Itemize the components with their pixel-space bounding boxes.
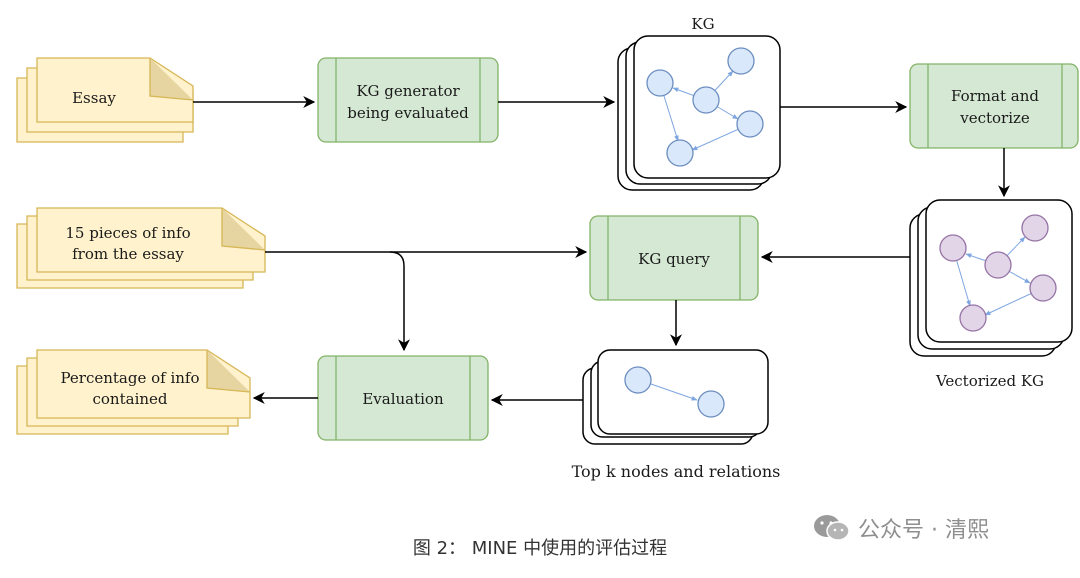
kg-generator-process: KG generator being evaluated — [317, 57, 499, 143]
arrow-info-to-evaluation — [389, 251, 410, 352]
kg-node — [646, 69, 674, 97]
evaluation-process: Evaluation — [317, 355, 489, 441]
percentage-label-line1: Percentage of info — [60, 369, 199, 387]
essay-document: Essay — [16, 57, 194, 143]
flow-arrows — [193, 96, 1010, 406]
kg-generator-label-line2: being evaluated — [347, 104, 469, 122]
kg-node — [727, 47, 755, 75]
kg-node — [666, 139, 694, 167]
vectorized-kg-node — [984, 251, 1012, 279]
percentage-document: Percentage of info contained — [16, 349, 251, 435]
watermark-text: 公众号 · 清熙 — [858, 518, 989, 543]
vectorized-kg-stack: Vectorized KG — [909, 199, 1073, 390]
evaluation-label: Evaluation — [362, 390, 444, 408]
kg-title: KG — [691, 15, 714, 33]
kg-query-process: KG query — [589, 215, 759, 301]
info-pieces-label-line1: 15 pieces of info — [65, 224, 190, 242]
essay-label: Essay — [72, 89, 116, 107]
top-k-stack: Top k nodes and relations — [572, 349, 781, 481]
percentage-label-line2: contained — [93, 390, 168, 408]
kg-node — [692, 86, 720, 114]
kg-graph-stack: KG — [617, 15, 781, 191]
format-vectorize-label-line1: Format and — [951, 87, 1039, 105]
vectorized-kg-title: Vectorized KG — [935, 372, 1044, 390]
top-k-node — [697, 390, 725, 418]
wechat-icon — [814, 515, 850, 541]
figure-caption: 图 2： MINE 中使用的评估过程 — [412, 538, 668, 559]
kg-node — [736, 110, 764, 138]
info-pieces-label-line2: from the essay — [72, 245, 184, 263]
vectorized-kg-node — [939, 234, 967, 262]
vectorized-kg-node — [1021, 214, 1049, 242]
info-pieces-document: 15 pieces of info from the essay — [16, 207, 266, 289]
top-k-node — [624, 366, 652, 394]
top-k-title: Top k nodes and relations — [572, 462, 781, 481]
watermark: 公众号 · 清熙 — [812, 512, 989, 544]
vectorized-kg-node — [959, 304, 987, 332]
kg-query-label: KG query — [638, 250, 710, 268]
format-vectorize-label-line2: vectorize — [959, 109, 1030, 127]
kg-generator-label-line1: KG generator — [356, 82, 460, 100]
format-vectorize-process: Format and vectorize — [909, 63, 1079, 149]
vectorized-kg-node — [1029, 274, 1057, 302]
